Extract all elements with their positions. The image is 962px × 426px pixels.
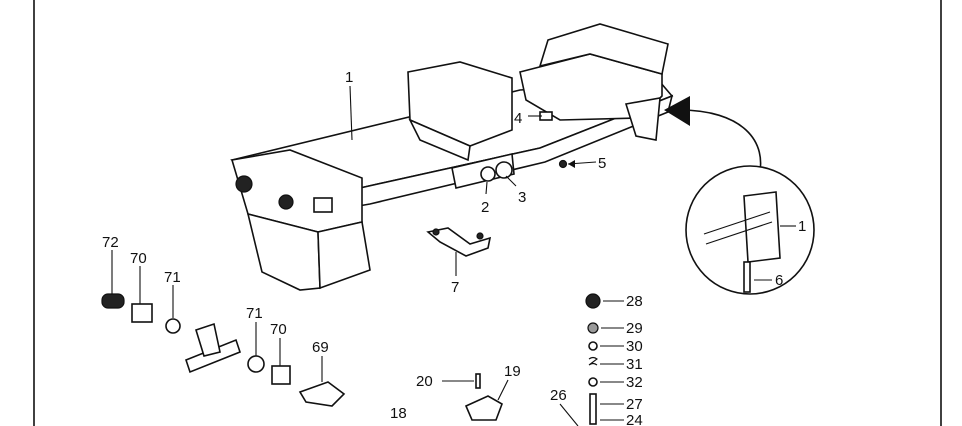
- rail-bushing: [495, 161, 513, 179]
- inset-plate: [743, 191, 781, 263]
- rear-frame-top: [538, 23, 669, 76]
- cotter-pin-part: [475, 373, 481, 389]
- callout-bracket: 7: [451, 279, 459, 296]
- callout-frame-main: 1: [345, 69, 353, 86]
- washer-b-part: [588, 377, 598, 387]
- leader-26: [559, 403, 579, 426]
- rod-end-part: [589, 393, 597, 425]
- callout-frame-bushing: 3: [518, 189, 526, 206]
- front-frame-side: [317, 221, 371, 290]
- middle-tower-base: [408, 118, 471, 162]
- callout-hex-nut-left: 70: [130, 250, 147, 267]
- callout-linkage: 18: [390, 405, 407, 422]
- bracket-body: [426, 227, 492, 257]
- bracket-hole-a: [432, 228, 440, 236]
- rear-hitch: [624, 97, 661, 141]
- callout-inset-pin: 6: [775, 272, 783, 289]
- rail-nut: [480, 166, 496, 182]
- callout-frame-plug: 5: [598, 155, 606, 172]
- callout-spring: 31: [626, 356, 643, 373]
- spring-part: [588, 356, 598, 366]
- callout-washer-b: 32: [626, 374, 643, 391]
- front-bolt-head-2: [278, 194, 294, 210]
- callout-rod-base: 24: [626, 412, 643, 426]
- tractor-frame-illustration: [230, 23, 674, 291]
- washer-a-part: [588, 341, 598, 351]
- callout-hex-nut-right: 70: [270, 321, 287, 338]
- inset-detail: 1 6: [685, 165, 815, 295]
- inset-rail-top: [703, 211, 771, 235]
- callout-tie-rod-end: 69: [312, 339, 329, 356]
- clevis-part: [464, 395, 503, 421]
- cap-part: [585, 293, 601, 309]
- callout-frame-nut: 2: [481, 199, 489, 216]
- callout-frame-bolt: 4: [514, 110, 522, 127]
- leader-3: [505, 175, 517, 187]
- callout-lock-nut-right: 71: [246, 305, 263, 322]
- inset-pin: [743, 261, 751, 293]
- pointer-arrowhead: [664, 96, 690, 126]
- callout-washer-a: 30: [626, 338, 643, 355]
- callout-rod-end: 27: [626, 396, 643, 413]
- tie-rod-end-part: [298, 381, 346, 407]
- bracket-part: [426, 227, 492, 257]
- leader-19: [497, 379, 509, 401]
- front-bolt-head: [235, 175, 253, 193]
- lock-nut-left-part: [165, 318, 181, 334]
- lock-nut-right-part: [247, 355, 265, 373]
- callout-clevis: 19: [504, 363, 521, 380]
- spacer-part: [101, 293, 125, 309]
- front-tab: [313, 197, 333, 213]
- hex-nut-right-part: [271, 365, 291, 385]
- arrowhead-5: [568, 160, 575, 168]
- nut-part: [587, 322, 599, 334]
- rail-plug: [558, 159, 568, 169]
- front-frame-leg: [246, 212, 321, 291]
- inset-rail-bottom: [705, 221, 773, 245]
- callout-cotter-pin: 20: [416, 373, 433, 390]
- hex-nut-left-part: [131, 303, 153, 323]
- callout-inset-frame: 1: [798, 218, 806, 235]
- callout-lock-nut-left: 71: [164, 269, 181, 286]
- callout-nut: 29: [626, 320, 643, 337]
- callout-rod: 26: [550, 387, 567, 404]
- callout-cap: 28: [626, 293, 643, 310]
- tie-rod-bracket: [195, 322, 221, 357]
- callout-spacer: 72: [102, 234, 119, 251]
- leader-2: [485, 181, 488, 195]
- bracket-hole-b: [476, 232, 484, 240]
- leader-1: [349, 85, 353, 141]
